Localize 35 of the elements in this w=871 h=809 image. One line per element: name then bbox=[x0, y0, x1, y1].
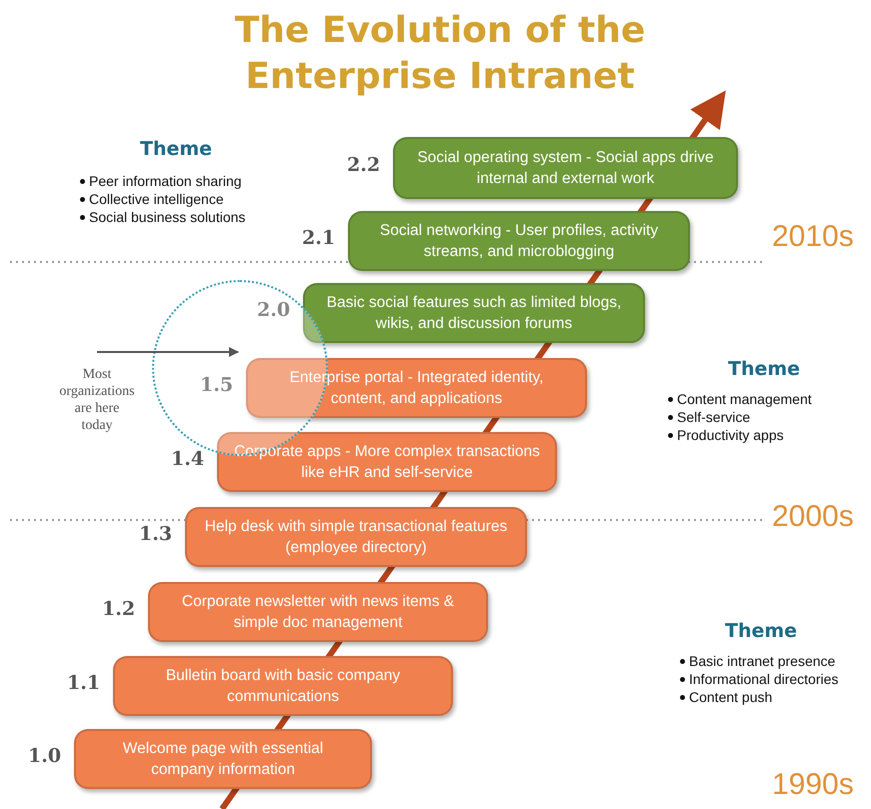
bullet-item: Productivity apps bbox=[677, 426, 784, 444]
version-number: 1.0 bbox=[28, 745, 62, 767]
version-number: 1.1 bbox=[67, 672, 100, 694]
stage-box: Help desk with simple transactional features (employee directory) bbox=[185, 507, 527, 567]
title: The Evolution of the Enterprise Intranet bbox=[234, 9, 646, 99]
bullet-item: Social business solutions bbox=[89, 208, 246, 226]
bullet-item: Peer information sharing bbox=[89, 172, 242, 190]
bullet-item: Content push bbox=[689, 688, 772, 706]
version-number: 1.4 bbox=[171, 448, 204, 470]
stage-box: Social operating system - Social apps drive internal and external work bbox=[393, 137, 738, 199]
bullet-item: Basic intranet presence bbox=[689, 652, 836, 670]
version-number: 1.5 bbox=[200, 374, 234, 396]
theme-heading: Theme bbox=[140, 138, 212, 160]
version-number: 2.2 bbox=[347, 154, 380, 176]
version-number: 1.3 bbox=[139, 523, 172, 545]
decade-label: 2000s bbox=[772, 500, 854, 534]
stage-box: Basic social features such as limited blogs, wikis, and discussion forums bbox=[303, 283, 645, 343]
version-number: 2.1 bbox=[302, 227, 336, 249]
theme-heading: Theme bbox=[725, 620, 798, 642]
version-number: 2.0 bbox=[257, 299, 290, 321]
decade-label: 2010s bbox=[772, 220, 854, 254]
bullet-item: Informational directories bbox=[689, 670, 838, 688]
callout-text: Most organizations are here today bbox=[58, 366, 136, 434]
decade-label: 1990s bbox=[772, 768, 854, 802]
stage-box: Bulletin board with basic company communications bbox=[113, 656, 453, 716]
stage-box: Social networking - User profiles, activity streams, and microblogging bbox=[348, 211, 690, 271]
stage-box: Corporate newsletter with news items & simple doc management bbox=[148, 582, 488, 642]
bullet-item: Content management bbox=[677, 390, 812, 408]
stage-box: Enterprise portal - Integrated identity, content, and applications bbox=[246, 358, 587, 418]
bullet-item: Collective intelligence bbox=[89, 190, 224, 208]
arrow bbox=[97, 347, 239, 357]
bullet-item: Self-service bbox=[677, 408, 750, 426]
theme-heading: Theme bbox=[728, 358, 800, 380]
version-number: 1.2 bbox=[102, 598, 136, 620]
stage-box: Welcome page with essential company information bbox=[74, 729, 372, 789]
